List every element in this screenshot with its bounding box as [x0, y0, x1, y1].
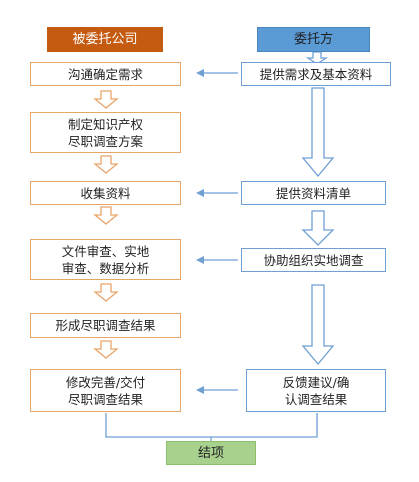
end-box: 结项: [166, 441, 256, 465]
merge-lines: [105, 413, 318, 441]
down-arrow-icon: [93, 340, 119, 359]
down-arrow-icon: [301, 284, 335, 366]
step-form-results: 形成尽职调查结果: [30, 313, 181, 338]
left-arrow-icon: [196, 256, 204, 264]
down-arrow-icon: [93, 283, 119, 302]
left-arrow-icon: [196, 69, 204, 77]
handoff-arrows: [196, 69, 238, 394]
step-review-analysis: 文件审查、实地 审查、数据分析: [30, 239, 181, 280]
left-arrow-icon: [196, 386, 204, 394]
down-arrow-icon: [93, 206, 119, 225]
step-deliver-results: 修改完善/交付 尽职调查结果: [30, 369, 181, 412]
step-assist-field: 协助组织实地调查: [241, 248, 386, 272]
step-collect-materials: 收集资料: [30, 181, 181, 205]
down-arrow-icon: [93, 155, 119, 174]
step-make-plan: 制定知识产权 尽职调查方案: [30, 112, 181, 153]
right-down-arrows: [301, 51, 335, 366]
down-arrow-icon: [93, 90, 119, 109]
step-provide-list: 提供资料清单: [241, 181, 386, 205]
down-arrow-icon: [305, 51, 329, 65]
step-feedback-confirm: 反馈建议/确 认调查结果: [246, 369, 386, 412]
down-arrow-icon: [301, 210, 335, 246]
step-communicate-needs: 沟通确定需求: [30, 62, 181, 86]
left-arrow-icon: [196, 189, 204, 197]
left-down-arrows: [93, 90, 119, 359]
step-provide-needs: 提供需求及基本资料: [241, 62, 391, 86]
down-arrow-icon: [301, 87, 335, 178]
left-header: 被委托公司: [47, 27, 163, 52]
right-header: 委托方: [257, 27, 370, 52]
